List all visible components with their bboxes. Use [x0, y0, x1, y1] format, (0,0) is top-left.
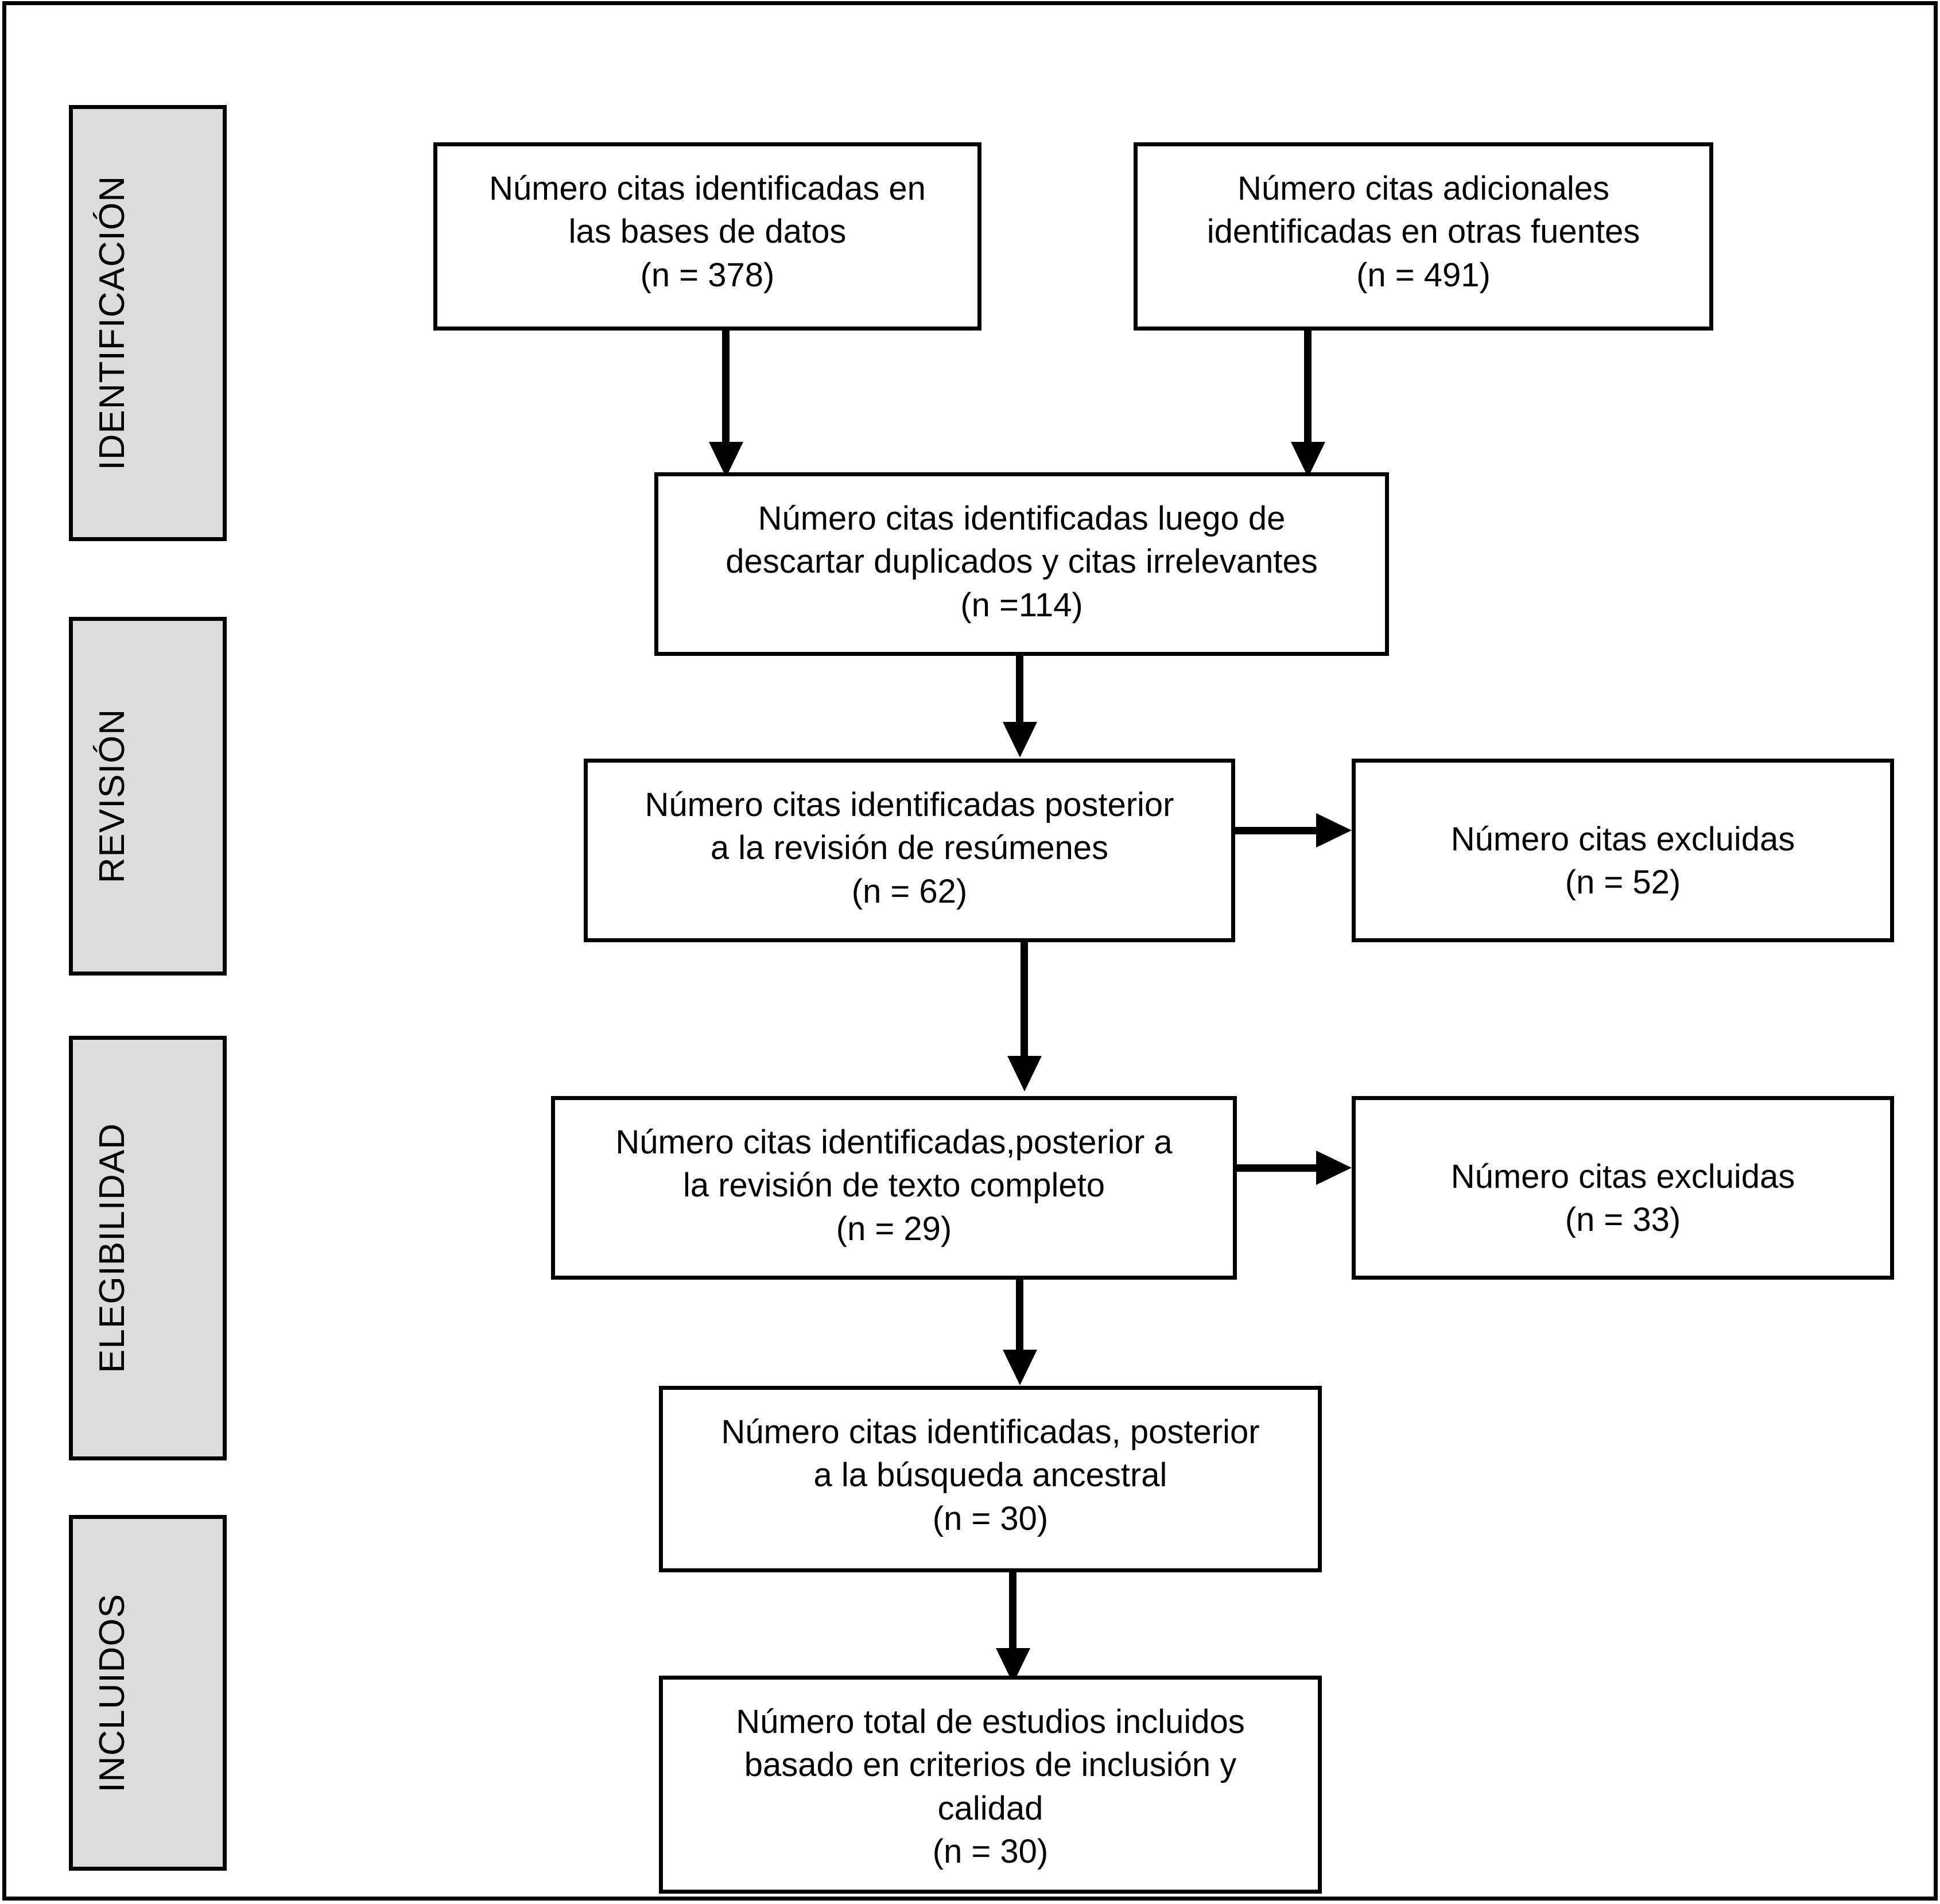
node-excluded-fulltext-line-1: Número citas excluidas: [1450, 1158, 1795, 1195]
stage-band-revision: REVISIÓN: [69, 617, 227, 976]
node-after-ancestral-line-3: (n = 30): [932, 1499, 1049, 1537]
node-after-abstracts-line-2: a la revisión de resúmenes: [710, 829, 1109, 867]
node-after-fulltext-line-2: la revisión de texto completo: [682, 1167, 1105, 1204]
stage-label-wrap-identificacion: IDENTIFICACIÓN: [73, 109, 245, 537]
stage-label-identificacion: IDENTIFICACIÓN: [92, 176, 132, 471]
node-excluded-abstracts-text: Número citas excluidas (n = 52): [1356, 763, 1890, 938]
node-databases-line-1: Número citas identificadas en: [489, 170, 926, 207]
connector-fulltext-to-excluded: [1237, 1164, 1318, 1172]
node-after-abstracts-text: Número citas identificadas posterior a l…: [588, 763, 1231, 938]
node-included-total-line-3: calidad: [937, 1789, 1043, 1827]
connector-fulltext-to-ancestral: [1016, 1280, 1023, 1351]
node-included-total: Número total de estudios incluidos basad…: [659, 1676, 1322, 1894]
connector-other-sources-to-dedupe: [1304, 331, 1312, 445]
node-after-duplicates-line-2: descartar duplicados y citas irrelevante…: [725, 543, 1318, 581]
node-databases-text: Número citas identificadas en las bases …: [437, 146, 977, 327]
connector-abstracts-to-excluded: [1235, 827, 1318, 834]
node-excluded-fulltext-text: Número citas excluidas (n = 33): [1356, 1100, 1890, 1276]
arrow-other-sources-to-dedupe: [1291, 442, 1325, 477]
node-excluded-fulltext-line-2: (n = 33): [1565, 1201, 1681, 1239]
node-excluded-abstracts-line-1: Número citas excluidas: [1450, 821, 1795, 858]
stage-label-wrap-elegibilidad: ELEGIBILIDAD: [73, 1040, 245, 1456]
node-after-fulltext-text: Número citas identificadas,posterior a l…: [555, 1100, 1233, 1276]
stage-label-wrap-incluidos: INCLUIDOS: [73, 1519, 245, 1867]
node-after-abstracts-line-1: Número citas identificadas posterior: [645, 786, 1174, 823]
node-excluded-abstracts-line-2: (n = 52): [1565, 864, 1681, 902]
node-after-duplicates-line-3: (n =114): [960, 586, 1083, 624]
stage-band-elegibilidad: ELEGIBILIDAD: [69, 1036, 227, 1460]
arrow-abstracts-to-fulltext: [1007, 1056, 1042, 1091]
node-included-total-text: Número total de estudios incluidos basad…: [663, 1680, 1318, 1890]
node-other-sources: Número citas adicionales identificadas e…: [1134, 142, 1713, 331]
stage-label-elegibilidad: ELEGIBILIDAD: [92, 1123, 132, 1373]
node-after-duplicates-text: Número citas identificadas luego de desc…: [658, 476, 1385, 652]
arrow-abstracts-to-excluded: [1316, 813, 1352, 848]
connector-dedupe-to-abstracts: [1016, 656, 1023, 725]
stage-label-wrap-revision: REVISIÓN: [73, 621, 245, 972]
node-after-ancestral: Número citas identificadas, posterior a …: [659, 1386, 1322, 1572]
node-after-abstracts-line-3: (n = 62): [851, 872, 968, 910]
node-other-sources-line-1: Número citas adicionales: [1237, 170, 1609, 207]
node-after-abstracts: Número citas identificadas posterior a l…: [584, 759, 1235, 942]
node-included-total-line-2: basado en criterios de inclusión y: [744, 1746, 1237, 1784]
node-after-fulltext: Número citas identificadas,posterior a l…: [551, 1096, 1237, 1280]
node-databases: Número citas identificadas en las bases …: [433, 142, 981, 331]
node-other-sources-text: Número citas adicionales identificadas e…: [1138, 146, 1709, 327]
node-after-ancestral-text: Número citas identificadas, posterior a …: [663, 1390, 1318, 1568]
node-after-fulltext-line-1: Número citas identificadas,posterior a: [615, 1124, 1173, 1161]
stage-band-identificacion: IDENTIFICACIÓN: [69, 105, 227, 541]
stage-band-incluidos: INCLUIDOS: [69, 1515, 227, 1871]
node-after-ancestral-line-2: a la búsqueda ancestral: [813, 1456, 1167, 1494]
node-databases-line-2: las bases de datos: [568, 213, 847, 251]
arrow-fulltext-to-excluded: [1316, 1151, 1352, 1185]
node-included-total-line-4: (n = 30): [932, 1833, 1049, 1871]
node-after-fulltext-line-3: (n = 29): [836, 1210, 952, 1248]
node-after-duplicates-line-1: Número citas identificadas luego de: [758, 500, 1286, 537]
node-other-sources-line-2: identificadas en otras fuentes: [1206, 213, 1640, 251]
stage-label-incluidos: INCLUIDOS: [92, 1593, 132, 1793]
stage-label-revision: REVISIÓN: [92, 709, 132, 884]
arrow-databases-to-dedupe: [709, 442, 743, 477]
node-after-duplicates: Número citas identificadas luego de desc…: [654, 472, 1389, 656]
node-after-ancestral-line-1: Número citas identificadas, posterior: [721, 1413, 1260, 1451]
node-other-sources-line-3: (n = 491): [1356, 256, 1491, 294]
node-databases-line-3: (n = 378): [640, 256, 775, 294]
connector-abstracts-to-fulltext: [1021, 942, 1028, 1057]
connector-databases-to-dedupe: [722, 331, 730, 445]
node-included-total-line-1: Número total de estudios incluidos: [736, 1703, 1245, 1740]
connector-ancestral-to-included: [1009, 1572, 1016, 1650]
node-excluded-abstracts: Número citas excluidas (n = 52): [1352, 759, 1894, 942]
node-excluded-fulltext: Número citas excluidas (n = 33): [1352, 1096, 1894, 1280]
arrow-dedupe-to-abstracts: [1003, 722, 1037, 757]
arrow-fulltext-to-ancestral: [1003, 1350, 1037, 1385]
